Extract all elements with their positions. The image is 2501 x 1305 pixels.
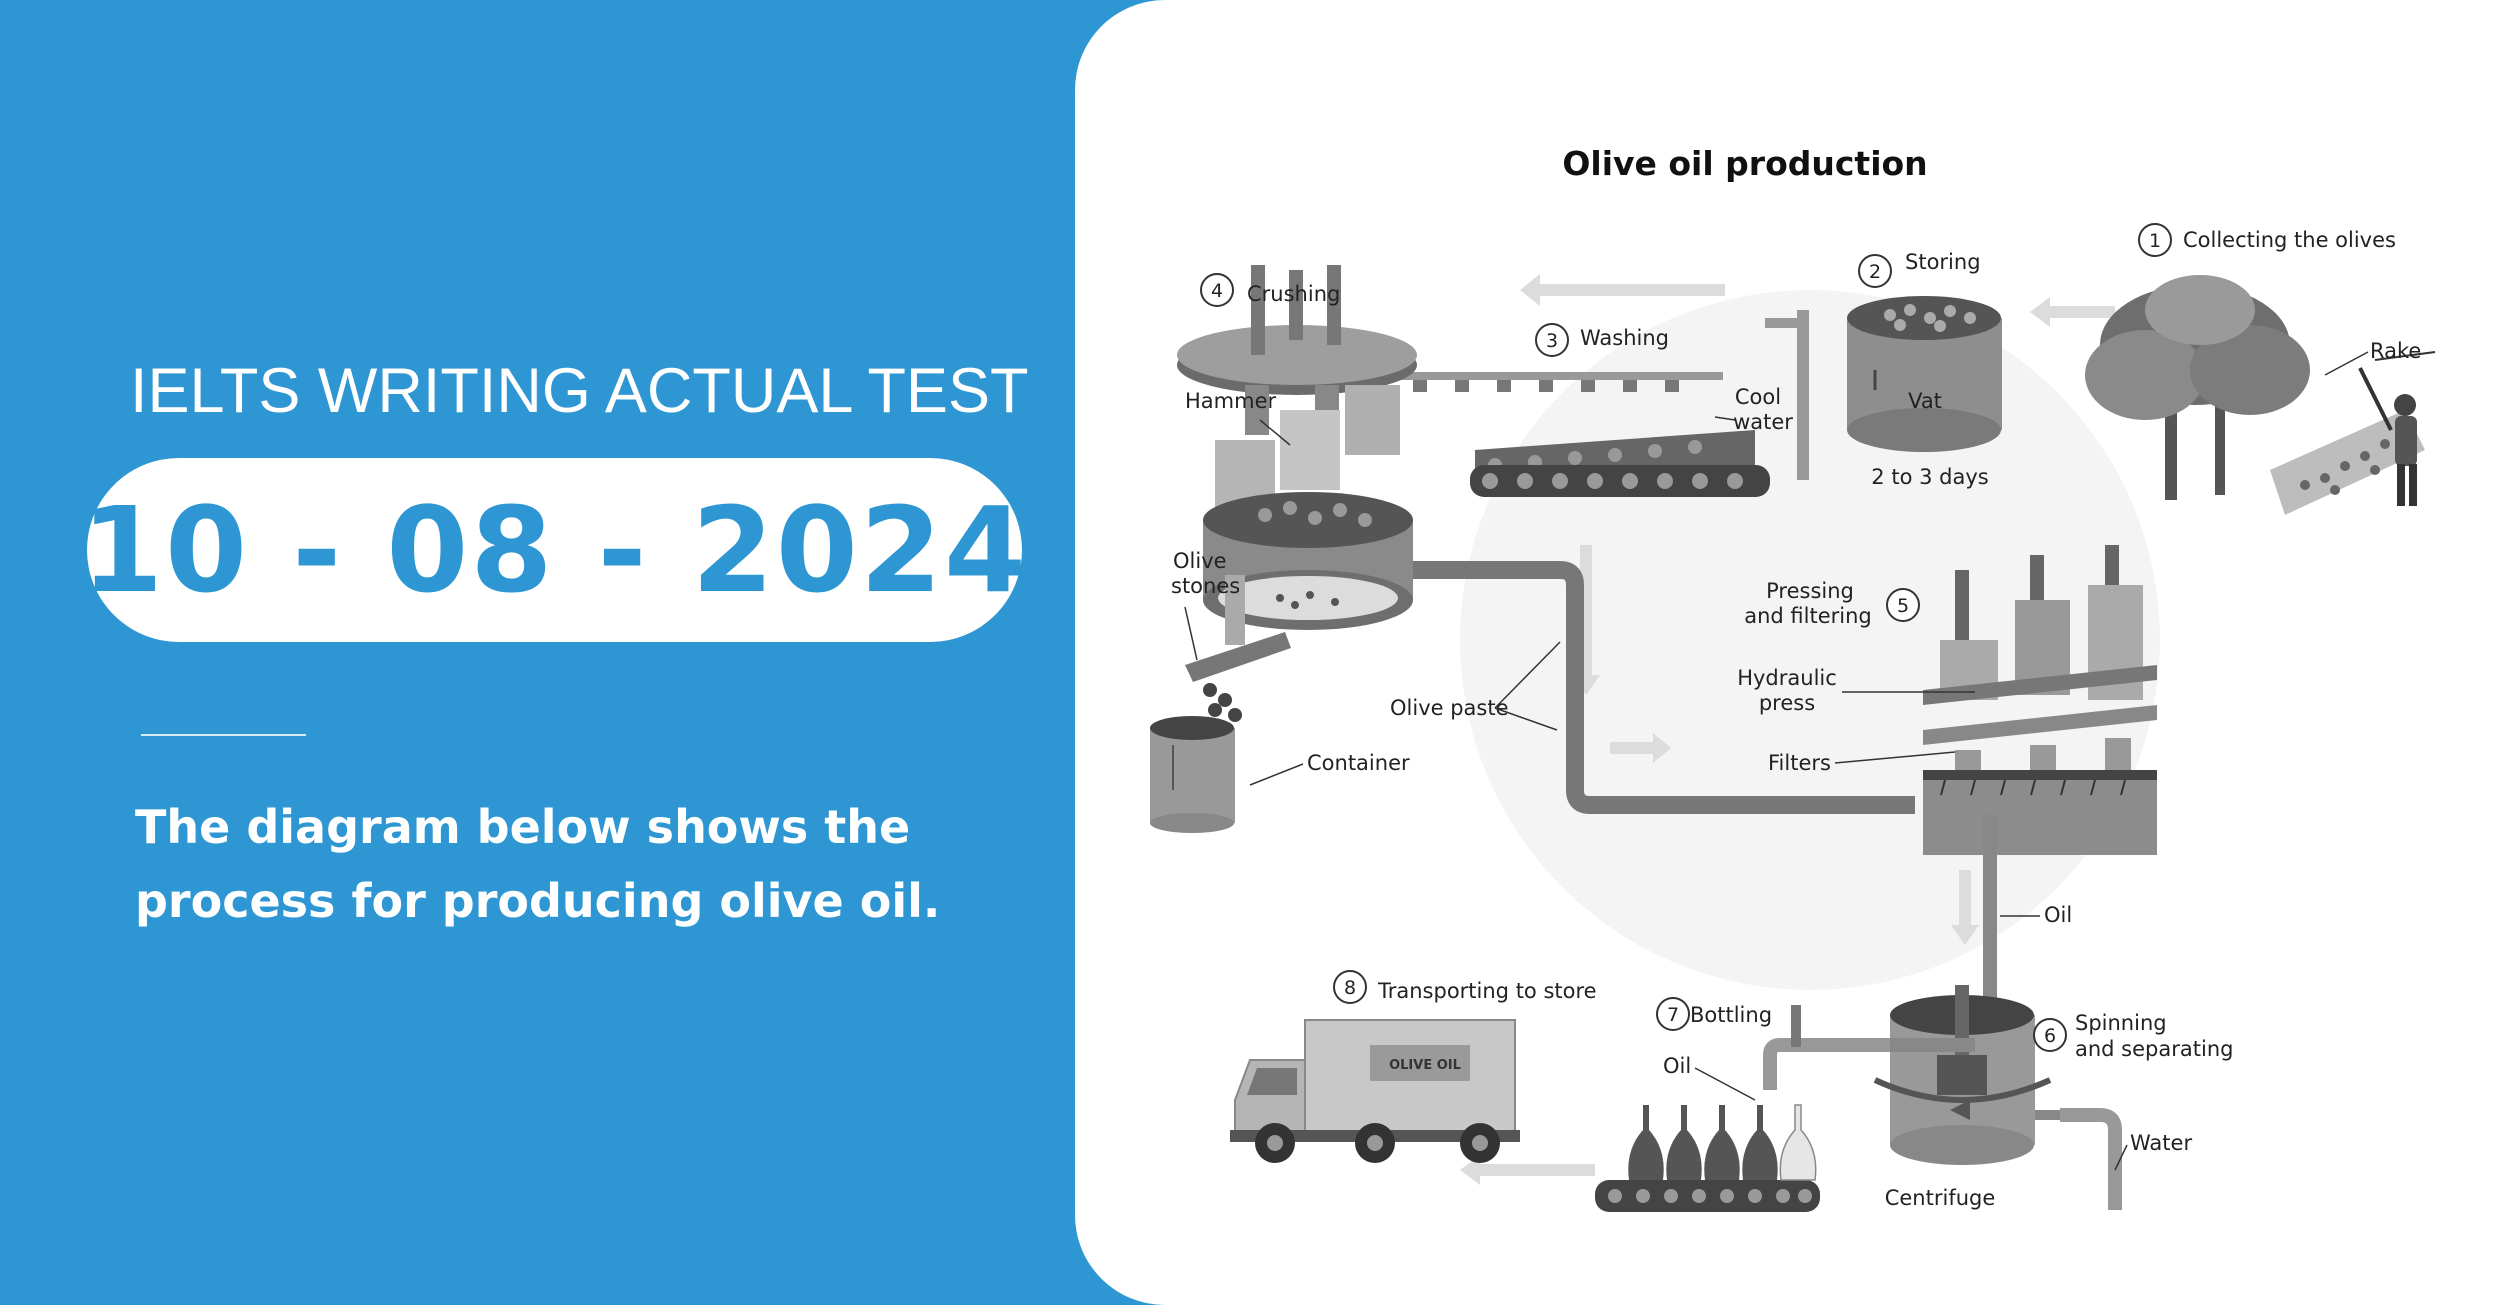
rake-label: Rake <box>2370 339 2421 363</box>
step-2-number: 2 <box>1869 261 1881 283</box>
centrifuge <box>1873 985 2122 1210</box>
step-7-number: 7 <box>1667 1004 1679 1026</box>
step-3-badge <box>1535 323 1569 357</box>
olive-stones-pointer <box>1184 606 1198 661</box>
test-date: 10 - 08 - 2024 <box>80 481 1029 619</box>
olive-stones-chute <box>1185 575 1291 722</box>
date-pill: 10 - 08 - 2024 <box>81 458 1026 642</box>
duration-label: 2 to 3 days <box>1871 465 1988 489</box>
water-pointer <box>2114 1144 2128 1171</box>
step-1-badge <box>2138 223 2172 257</box>
washing-station <box>1393 310 1809 497</box>
process-diagram: Olive oil production <box>1150 144 2436 1212</box>
oil-bottles-pointer <box>1694 1067 1756 1101</box>
hydraulic-press-label-2: press <box>1759 691 1815 715</box>
step-5-number: 5 <box>1897 595 1909 617</box>
step-1-number: 1 <box>2149 230 2161 252</box>
step-8-badge <box>1333 970 1367 1004</box>
hammer-label: Hammer <box>1185 389 1276 413</box>
olive-paste-pointer-1 <box>1494 641 1561 709</box>
truck-sign: OLIVE OIL <box>1389 1058 1461 1073</box>
centrifuge-label: Centrifuge <box>1885 1186 1996 1210</box>
diagram-panel: Olive oil production <box>1075 0 2501 1305</box>
step-4-badge <box>1200 273 1234 307</box>
oil-pipe-label: Oil <box>2044 903 2072 927</box>
filters-pointer <box>1834 751 1956 764</box>
hydraulic-press-label-1: Hydraulic <box>1737 666 1837 690</box>
step-3-number: 3 <box>1546 330 1558 352</box>
step-2-badge <box>1858 254 1892 288</box>
oil-bottles-label: Oil <box>1663 1054 1691 1078</box>
olive-stones-label-1: Olive <box>1173 549 1227 573</box>
step-8-label: Transporting to store <box>1377 979 1597 1003</box>
step-6-number: 6 <box>2044 1025 2056 1047</box>
hammer-pointer <box>1259 419 1291 446</box>
description-line-2: process for producing olive oil. <box>135 874 941 928</box>
step-3-label: Washing <box>1580 326 1669 350</box>
left-banner: IELTS WRITING ACTUAL TEST 10 - 08 - 2024… <box>0 0 1090 1305</box>
step-4-number: 4 <box>1211 280 1223 302</box>
worker-with-rake <box>2358 351 2436 506</box>
filters-label: Filters <box>1768 751 1831 775</box>
crusher <box>1177 265 1417 630</box>
olive-paste-pointer-2 <box>1494 707 1558 731</box>
water-label: Water <box>2130 1131 2192 1155</box>
step-7-label: Bottling <box>1690 1003 1772 1027</box>
step-6-label-1: Spinning <box>2075 1011 2167 1035</box>
step-4-label: Crushing <box>1247 282 1340 306</box>
delivery-truck <box>1230 1019 1520 1163</box>
step-7-badge <box>1656 997 1690 1031</box>
step-8-number: 8 <box>1344 977 1356 999</box>
step-6-label-2: and separating <box>2075 1037 2233 1061</box>
banner-heading: IELTS WRITING ACTUAL TEST <box>130 356 1029 426</box>
container-pointer <box>1249 763 1304 786</box>
container <box>1150 716 1235 833</box>
step-5-label-1: Pressing <box>1766 579 1854 603</box>
step-6-badge <box>2033 1018 2067 1052</box>
diagram-title: Olive oil production <box>1562 144 1927 183</box>
container-label: Container <box>1307 751 1410 775</box>
cool-water-label-2: water <box>1733 410 1793 434</box>
cool-water-pointer <box>1714 416 1736 421</box>
hydraulic-press <box>1923 545 2157 855</box>
rake-pointer <box>2324 351 2369 376</box>
bottling-line <box>1595 1005 1975 1212</box>
paste-pipe <box>1413 561 1915 814</box>
olive-paste-label: Olive paste <box>1390 696 1509 720</box>
step-1-label: Collecting the olives <box>2183 228 2396 252</box>
step-2-label: Storing <box>1905 250 1981 274</box>
vat-label: Vat <box>1908 389 1942 413</box>
oil-pipe <box>1983 815 1997 1005</box>
step-5-badge <box>1886 588 1920 622</box>
description-line-1: The diagram below shows the <box>135 800 911 854</box>
olive-stones-label-2: stones <box>1171 574 1240 598</box>
vat <box>1847 296 2002 452</box>
description: The diagram below shows the process for … <box>135 790 995 938</box>
divider <box>141 734 306 736</box>
step-5-label-2: and filtering <box>1744 604 1872 628</box>
cool-water-label-1: Cool <box>1735 385 1781 409</box>
olive-tree <box>2085 275 2425 515</box>
